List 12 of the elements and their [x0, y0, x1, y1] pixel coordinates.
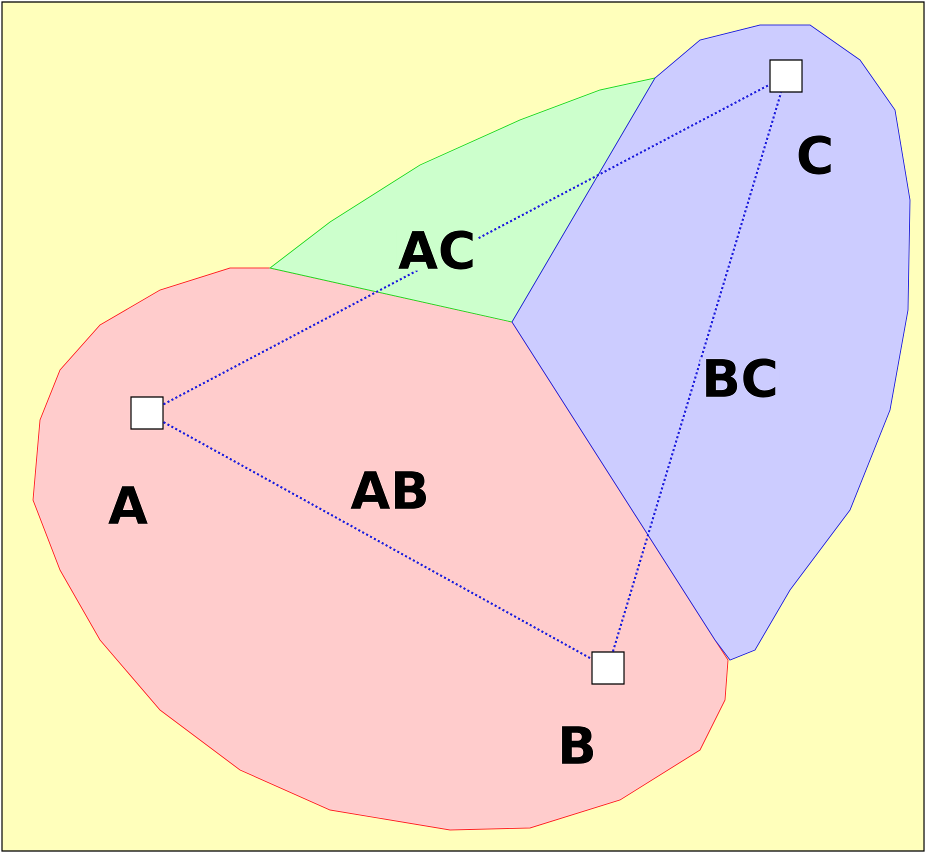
- dotted-line: [163, 84, 770, 406]
- point-label: B: [562, 726, 594, 764]
- edge-label: AC: [396, 229, 478, 271]
- square-marker: [130, 396, 164, 430]
- dotted-line: [612, 92, 782, 652]
- edge-label: BC: [700, 357, 780, 399]
- edge-label: AB: [349, 470, 431, 510]
- point-label: A: [108, 486, 148, 524]
- dotted-line: [163, 421, 592, 660]
- point-label: C: [798, 136, 831, 174]
- square-marker: [591, 651, 625, 685]
- square-marker: [769, 59, 803, 93]
